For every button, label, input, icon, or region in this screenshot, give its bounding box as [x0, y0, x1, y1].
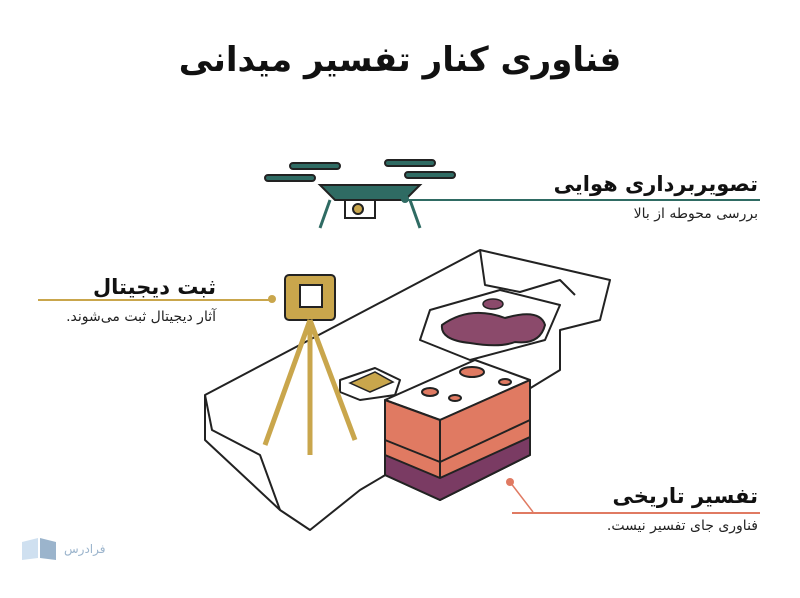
- scan-subtitle: آثار دیجیتال ثبت می‌شوند.: [66, 309, 216, 325]
- book-logo-icon: [22, 538, 56, 560]
- scan-dot: [268, 295, 276, 303]
- logo-text: فرادرس: [64, 542, 106, 556]
- drone-dot: [401, 195, 409, 203]
- history-connector: [512, 512, 760, 514]
- drone-label: تصویربرداری هوایی بررسی محوطه از بالا: [554, 172, 758, 222]
- page-title: فناوری کنار تفسیر میدانی: [178, 40, 622, 80]
- soil-block: [384, 359, 531, 501]
- history-subtitle: فناوری جای تفسیر نیست.: [606, 518, 758, 534]
- drone-subtitle: بررسی محوطه از بالا: [633, 206, 758, 222]
- scan-connector: [38, 299, 272, 301]
- history-connector-slant: [506, 478, 534, 513]
- scan-label: ثبت دیجیتال آثار دیجیتال ثبت می‌شوند.: [66, 275, 216, 325]
- brand-logo: فرادرس: [20, 536, 105, 562]
- scan-heading: ثبت دیجیتال: [92, 275, 216, 299]
- history-label: تفسیر تاریخی فناوری جای تفسیر نیست.: [607, 484, 758, 534]
- history-heading: تفسیر تاریخی: [612, 484, 758, 508]
- drone: [264, 159, 456, 229]
- drone-heading: تصویربرداری هوایی: [553, 172, 758, 196]
- drone-connector: [405, 199, 760, 201]
- small-stain: [482, 298, 504, 310]
- scanner-tripod: [262, 274, 358, 455]
- pit-stain: [440, 311, 547, 347]
- yellow-pit: [348, 371, 395, 393]
